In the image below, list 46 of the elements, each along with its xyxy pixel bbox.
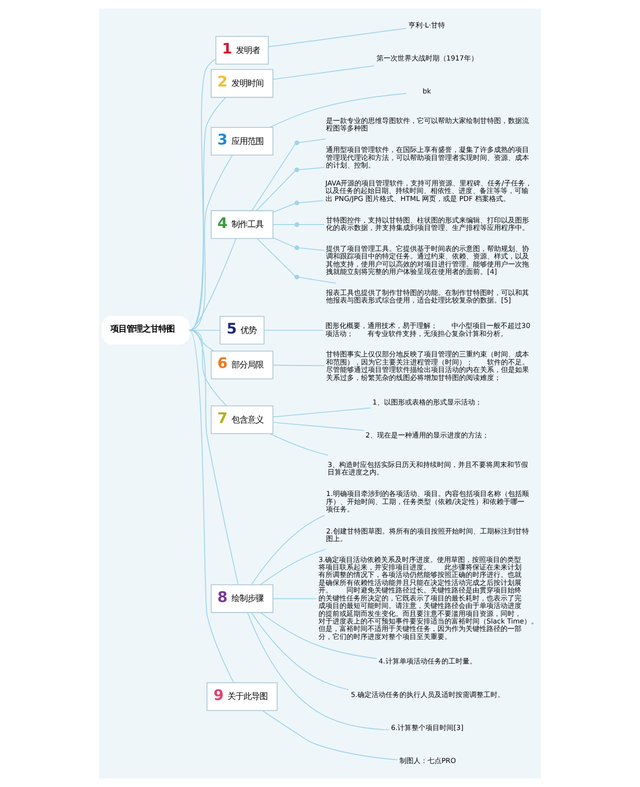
connector [298, 247, 325, 251]
connector [188, 238, 236, 331]
connector [272, 203, 296, 213]
connector [256, 170, 296, 211]
connector [256, 238, 296, 276]
connector [272, 237, 296, 248]
node-box: 5 优势 [220, 316, 264, 345]
connector [247, 612, 390, 730]
connector [262, 710, 398, 760]
connector [298, 138, 326, 144]
node-box: 2 发明时间 [210, 69, 274, 98]
connector [298, 224, 325, 225]
connector [264, 330, 324, 331]
connector [272, 224, 296, 225]
connector [272, 65, 374, 80]
connector [298, 166, 325, 170]
connector [272, 598, 317, 600]
connector [268, 28, 407, 48]
connector [272, 422, 364, 431]
connector [251, 515, 325, 585]
node-box: 1 发明者 [215, 36, 269, 65]
node-point [294, 222, 300, 227]
node-point [294, 140, 300, 146]
connector [260, 612, 378, 659]
connector [272, 364, 325, 366]
node-box: 项目管理之甘特图 [102, 316, 190, 345]
connector [298, 276, 336, 284]
connector [269, 433, 328, 456]
connector [188, 330, 234, 684]
node-point [294, 245, 300, 250]
connector [251, 612, 350, 690]
connector [298, 200, 324, 204]
node-box: 3 应用范围 [210, 127, 274, 156]
node-point [294, 274, 300, 280]
connector [269, 93, 407, 128]
node-box: 9 关于此导图 [206, 682, 278, 711]
node-point [294, 200, 300, 206]
node-point [294, 167, 300, 172]
node-box: 4 制作工具 [210, 210, 274, 239]
node-box: 7 包含意义 [210, 405, 274, 434]
node-box: 8 绘制步骤 [210, 584, 274, 613]
connector [260, 548, 326, 586]
connector [188, 330, 239, 586]
node-box: 6 部分局限 [210, 350, 274, 380]
connector [252, 144, 296, 211]
connector [272, 407, 372, 418]
